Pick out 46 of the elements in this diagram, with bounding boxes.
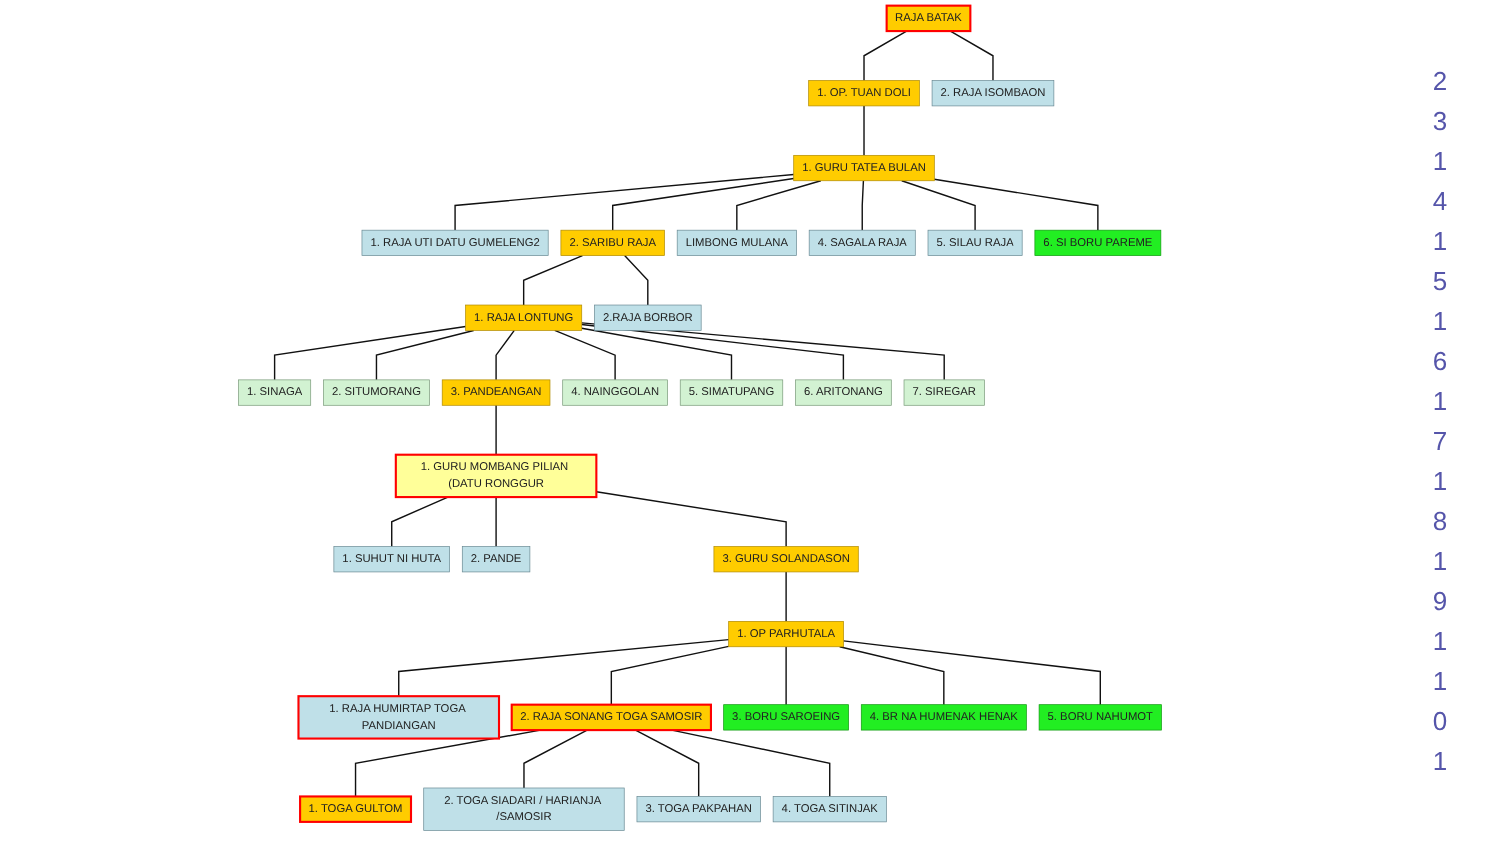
level-number: 1: [1432, 624, 1448, 660]
level-number: 2: [1432, 64, 1448, 100]
connector: [610, 645, 730, 706]
connector: [863, 30, 908, 82]
connector: [612, 177, 795, 231]
level-number: 1: [1432, 224, 1448, 260]
connector: [391, 496, 449, 548]
level-number: 1: [1432, 144, 1448, 180]
level-number: 1: [1432, 464, 1448, 500]
connector: [495, 496, 497, 548]
connector: [623, 254, 649, 306]
connector: [838, 646, 945, 706]
connector: [901, 180, 976, 231]
level-number: 0: [1432, 704, 1448, 740]
connector: [398, 638, 730, 697]
connector: [785, 571, 787, 623]
connector: [522, 254, 584, 306]
connector: [933, 178, 1099, 231]
connector: [861, 180, 865, 231]
connector: [554, 329, 616, 381]
level-number: 1: [1432, 384, 1448, 420]
level-number: 6: [1432, 344, 1448, 380]
connector: [495, 329, 515, 381]
connector: [495, 404, 497, 456]
level-number: 5: [1432, 264, 1448, 300]
connector: [863, 105, 865, 157]
level-number: 8: [1432, 504, 1448, 540]
level-number: 1: [1432, 744, 1448, 780]
connector: [736, 180, 822, 231]
level-number: 1: [1432, 304, 1448, 340]
connector: [595, 491, 787, 548]
connector: [842, 640, 1101, 706]
connector: [523, 729, 588, 789]
level-number: 1: [1432, 664, 1448, 700]
level-number: 1: [1432, 544, 1448, 580]
connector: [454, 173, 795, 231]
level-number: 4: [1432, 184, 1448, 220]
connector: [634, 729, 700, 798]
connector: [785, 646, 787, 706]
level-number: 7: [1432, 424, 1448, 460]
level-number: 3: [1432, 104, 1448, 140]
connector: [581, 327, 733, 381]
connector: [375, 329, 475, 381]
connector: [949, 30, 994, 82]
level-number: 9: [1432, 584, 1448, 620]
connector: [273, 325, 467, 381]
